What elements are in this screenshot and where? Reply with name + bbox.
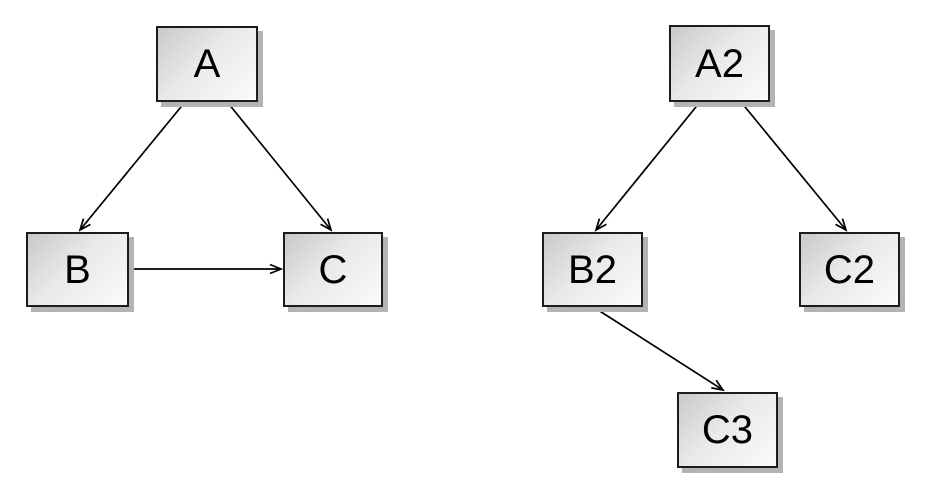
node-label-C2: C2 xyxy=(823,247,876,292)
edge-A-B[interactable] xyxy=(78,101,186,232)
edge-A2-C2[interactable] xyxy=(740,101,848,232)
node-label-B: B xyxy=(64,247,91,292)
node-B2[interactable]: B2 xyxy=(542,232,643,307)
node-label-C: C xyxy=(318,247,348,292)
node-A[interactable]: A xyxy=(156,26,258,102)
edge-group xyxy=(78,101,848,392)
edge-A2-B2[interactable] xyxy=(594,101,701,232)
node-B[interactable]: B xyxy=(26,232,129,307)
node-label-B2: B2 xyxy=(568,247,617,292)
node-label-C3: C3 xyxy=(701,408,754,452)
node-C[interactable]: C xyxy=(283,232,383,307)
node-C3[interactable]: C3 xyxy=(677,392,778,468)
node-C2[interactable]: C2 xyxy=(799,232,900,307)
node-A2[interactable]: A2 xyxy=(669,25,770,102)
node-label-A2: A2 xyxy=(695,41,744,86)
edge-B2-C3[interactable] xyxy=(594,307,725,392)
node-label-A: A xyxy=(193,42,221,86)
edge-A-C[interactable] xyxy=(227,102,333,232)
